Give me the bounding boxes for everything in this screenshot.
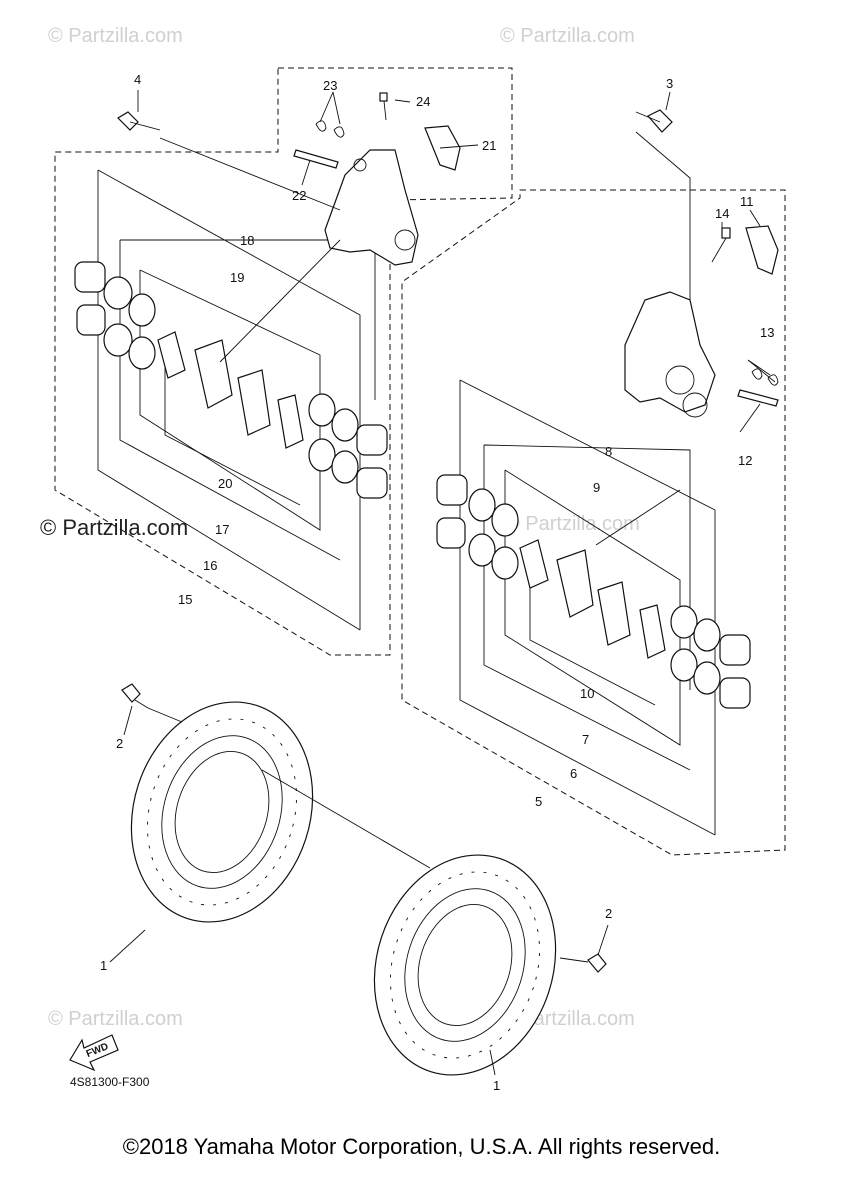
callout-13: 13 xyxy=(760,325,774,340)
callout-5: 5 xyxy=(535,794,542,809)
callout-2: 2 xyxy=(116,736,123,751)
seal-ring xyxy=(128,293,156,327)
callout-12: 12 xyxy=(738,453,752,468)
seal-ring xyxy=(308,438,336,472)
seal-ring xyxy=(103,276,133,310)
caliper-body xyxy=(324,149,419,266)
callout-7: 7 xyxy=(582,732,589,747)
pad-spring xyxy=(745,225,779,275)
brake-disc-right xyxy=(373,854,557,1076)
seal-ring xyxy=(103,323,133,357)
piston xyxy=(436,517,466,549)
piston xyxy=(356,424,388,456)
brake-pad xyxy=(194,339,233,409)
callout-17: 17 xyxy=(215,522,229,537)
disc-bolt xyxy=(587,953,607,973)
piston xyxy=(719,634,751,666)
callout-4: 4 xyxy=(134,72,141,87)
callout-6: 6 xyxy=(570,766,577,781)
callout-24: 24 xyxy=(416,94,430,109)
piston xyxy=(74,261,106,293)
callout-2: 2 xyxy=(605,906,612,921)
brake-pad xyxy=(556,549,594,618)
seal-ring xyxy=(128,336,156,370)
pad-shim xyxy=(277,394,304,449)
seal-ring xyxy=(670,648,698,682)
seal-ring xyxy=(308,393,336,427)
forward-direction-arrow: FWD xyxy=(69,1034,119,1072)
bleed-cap xyxy=(379,92,388,102)
pad-shim xyxy=(157,331,186,379)
seal-ring xyxy=(693,618,721,652)
pad-shim xyxy=(639,604,666,659)
mounting-bolt xyxy=(647,109,673,133)
callout-11: 11 xyxy=(740,194,754,209)
right-caliper-assembly xyxy=(401,91,786,856)
callout-19: 19 xyxy=(230,270,244,285)
callout-10: 10 xyxy=(580,686,594,701)
callout-1: 1 xyxy=(100,958,107,973)
pad-pin xyxy=(293,149,339,169)
callout-16: 16 xyxy=(203,558,217,573)
callout-15: 15 xyxy=(178,592,192,607)
seal-ring xyxy=(468,533,496,567)
piston xyxy=(719,677,751,709)
mounting-bolt xyxy=(117,111,139,131)
seal-ring xyxy=(670,605,698,639)
watermark-top-left: © Partzilla.com xyxy=(48,25,183,47)
brake-disc-left xyxy=(130,701,314,923)
piston xyxy=(436,474,468,506)
watermark-middle-left: © Partzilla.com xyxy=(40,515,188,540)
piston xyxy=(356,467,388,499)
callout-3: 3 xyxy=(666,76,673,91)
callout-23: 23 xyxy=(323,78,337,93)
copyright-footer: ©2018 Yamaha Motor Corporation, U.S.A. A… xyxy=(122,1134,721,1159)
seal-ring xyxy=(331,408,359,442)
seal-ring xyxy=(491,503,519,537)
callout-22: 22 xyxy=(292,188,306,203)
brake-pad xyxy=(237,369,271,436)
watermark-bottom-left: © Partzilla.com xyxy=(48,1008,183,1030)
left-caliper-assembly xyxy=(54,67,513,656)
pad-pin xyxy=(737,389,779,407)
callout-1: 1 xyxy=(493,1078,500,1093)
callout-21: 21 xyxy=(482,138,496,153)
bleed-cap xyxy=(721,227,731,239)
brake-pad xyxy=(597,581,631,646)
seal-ring xyxy=(331,450,359,484)
piston xyxy=(76,304,106,336)
pad-shim xyxy=(519,539,549,589)
watermark-middle-right: © Partzilla.com xyxy=(505,513,640,535)
watermark-top-right: © Partzilla.com xyxy=(500,25,635,47)
diagram-code: 4S81300-F300 xyxy=(70,1075,150,1089)
callout-8: 8 xyxy=(605,444,612,459)
callout-20: 20 xyxy=(218,476,232,491)
callout-18: 18 xyxy=(240,233,254,248)
seal-ring xyxy=(491,546,519,580)
callout-9: 9 xyxy=(593,480,600,495)
caliper-body xyxy=(624,291,716,413)
disc-bolt xyxy=(121,683,141,703)
callout-14: 14 xyxy=(715,206,729,221)
brake-caliper-diagram: © Partzilla.com © Partzilla.com © Partzi… xyxy=(40,25,786,1093)
seal-ring xyxy=(693,661,721,695)
seal-ring xyxy=(468,488,496,522)
